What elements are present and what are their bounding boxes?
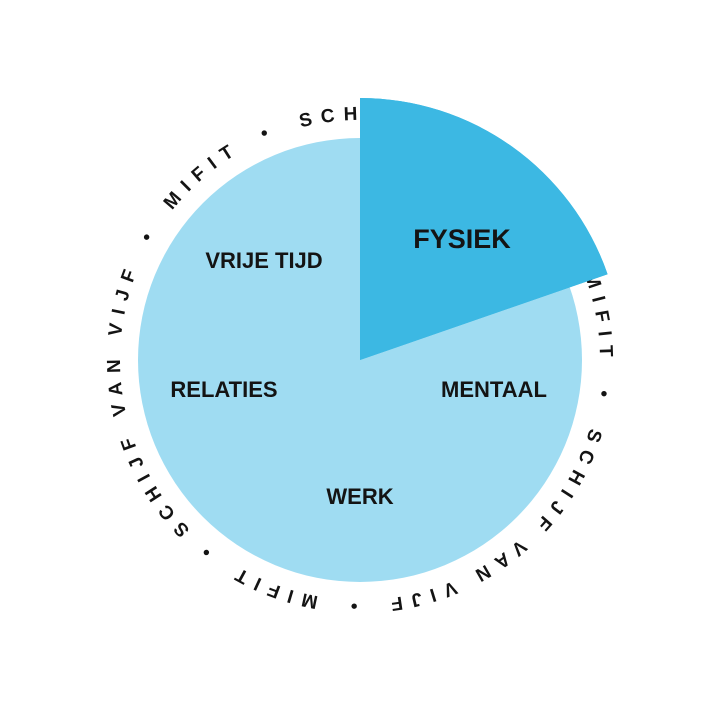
ring-text-dot: • <box>258 122 273 144</box>
segment-label-mentaal[interactable]: MENTAAL <box>441 377 547 402</box>
ring-text-dot: • <box>592 389 614 400</box>
segment-label-vrije-tijd[interactable]: VRIJE TIJD <box>205 248 322 273</box>
ring-text-dot: • <box>197 541 216 562</box>
segment-label-relaties[interactable]: RELATIES <box>170 377 277 402</box>
ring-text-dot: • <box>136 228 158 245</box>
ring-text-part: MIFIT <box>580 270 616 359</box>
segment-fysiek-cover <box>360 98 608 360</box>
segment-label-fysiek[interactable]: FYSIEK <box>413 224 511 254</box>
segment-label-werk[interactable]: WERK <box>326 484 393 509</box>
ring-text-dot: • <box>349 595 357 616</box>
